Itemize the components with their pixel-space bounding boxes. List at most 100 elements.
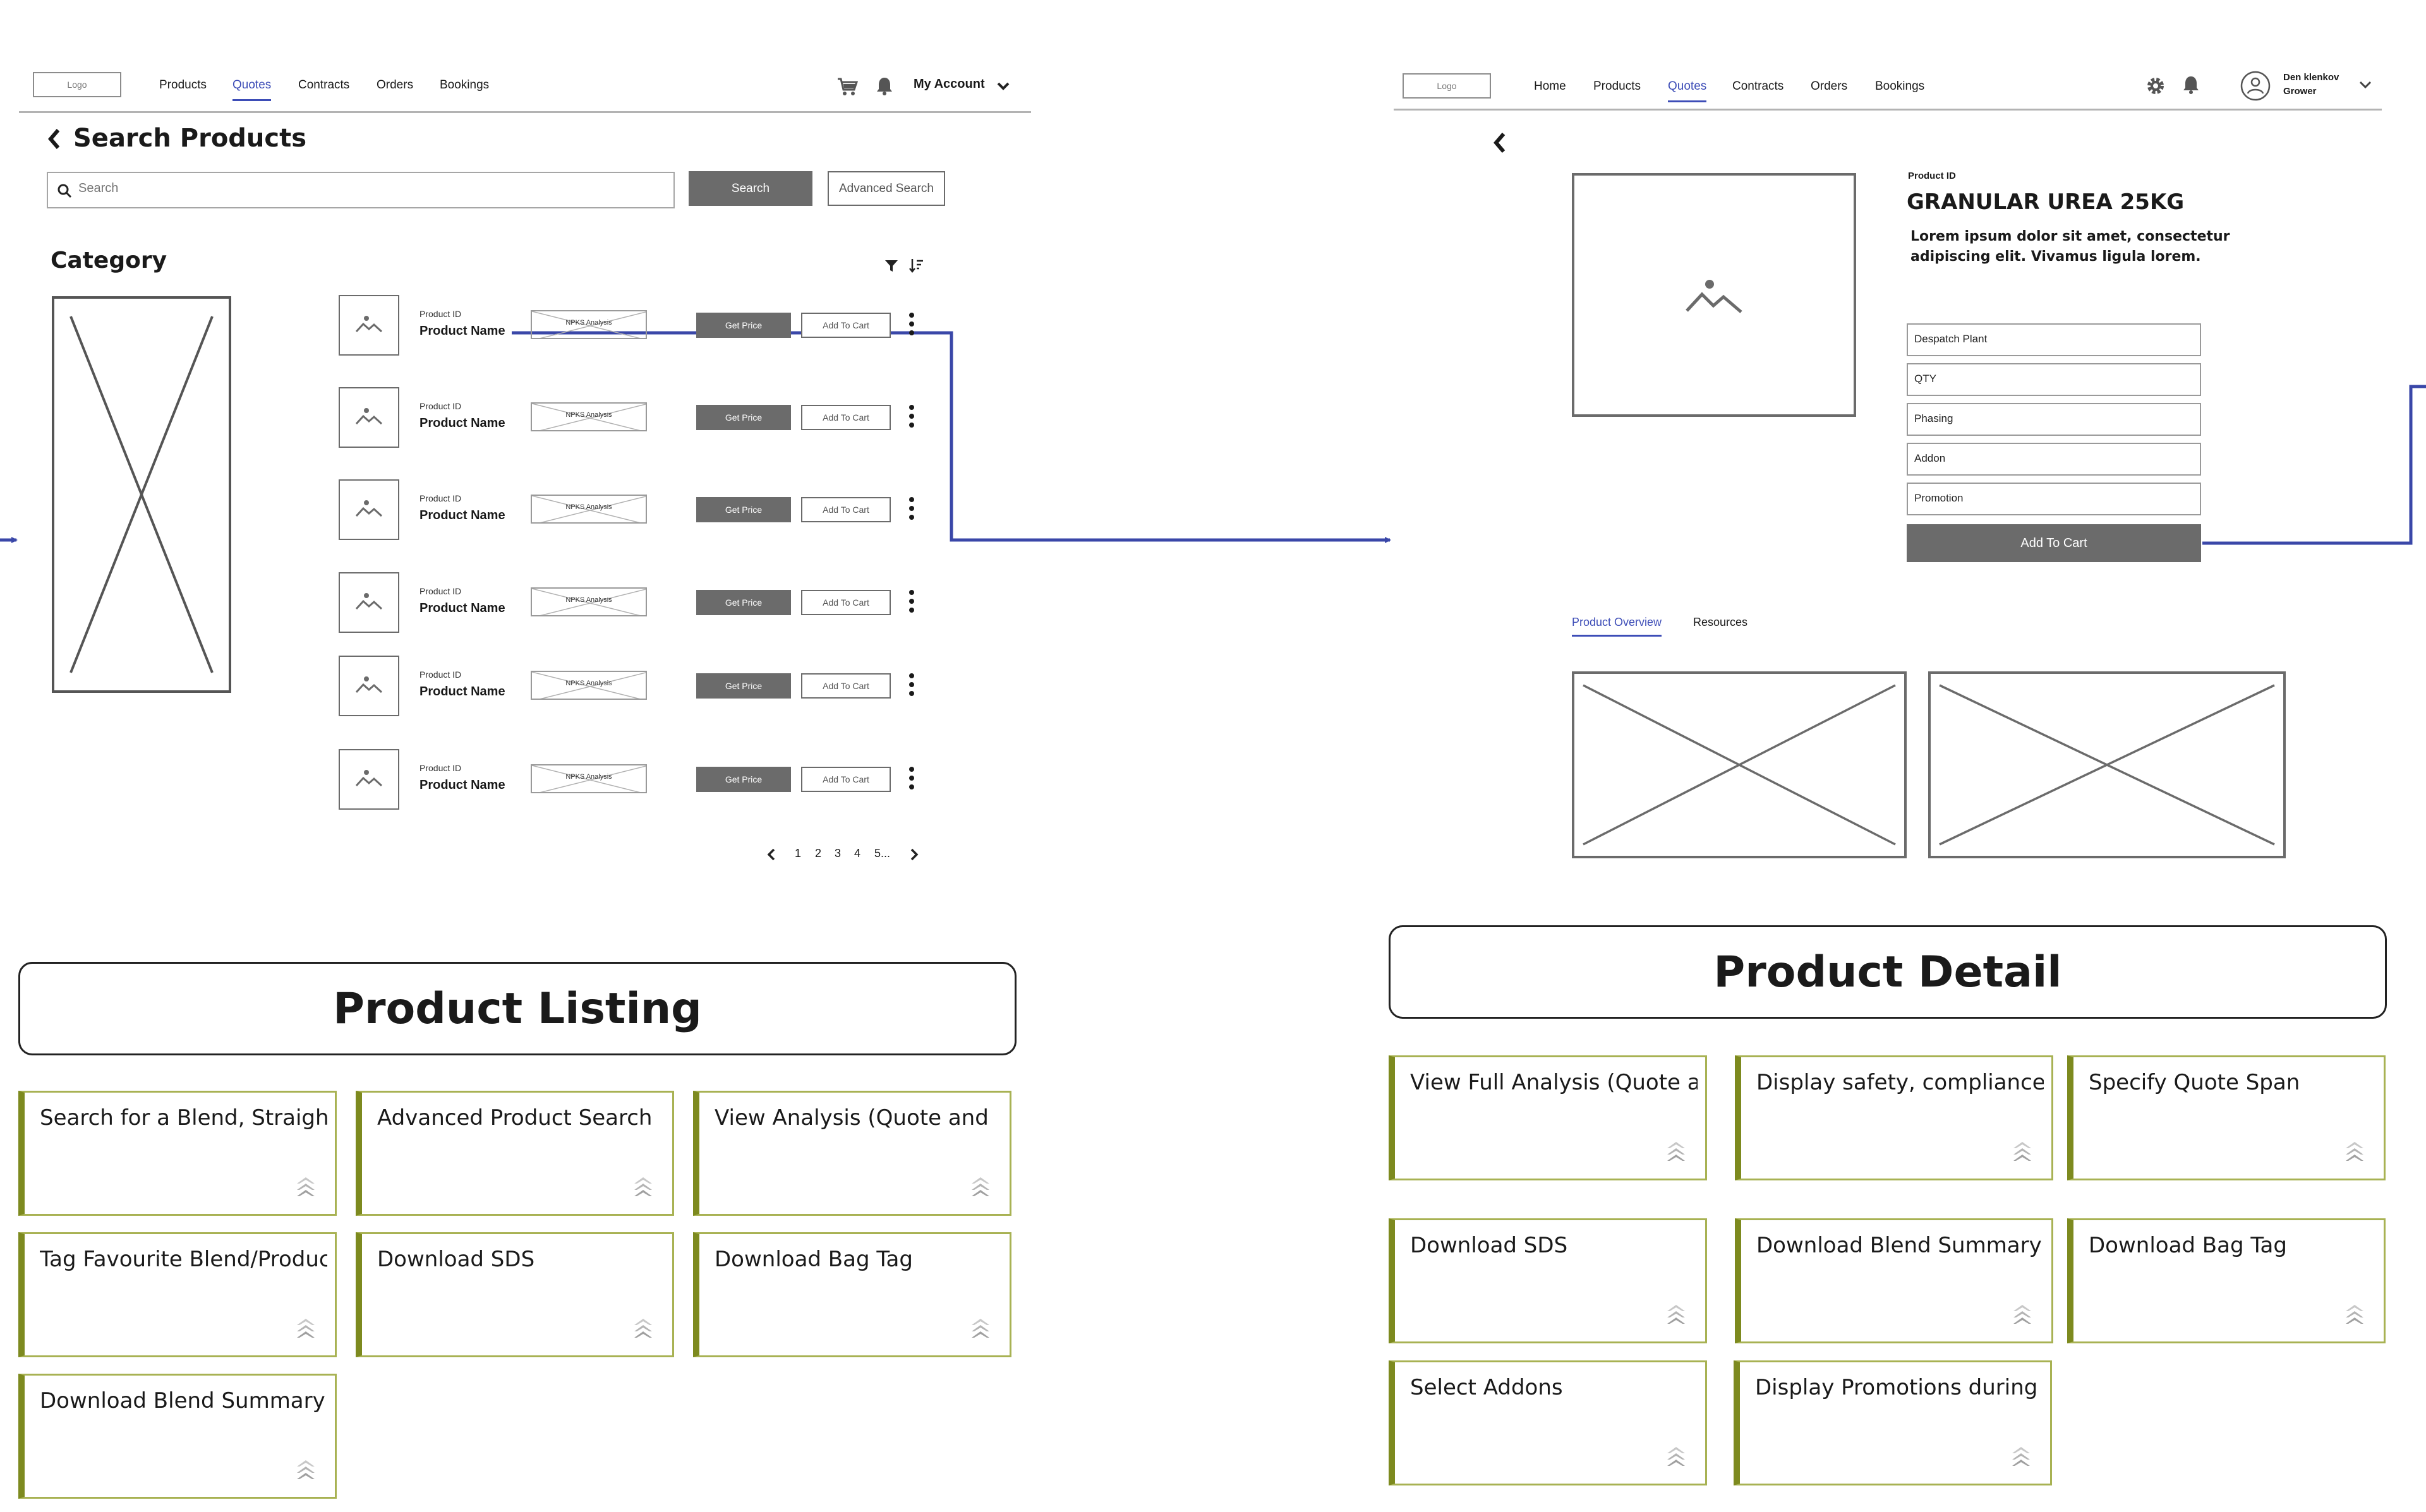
- story-card[interactable]: Download Blend Summary: [18, 1374, 337, 1499]
- get-price-button[interactable]: Get Price: [696, 590, 791, 615]
- story-card[interactable]: Tag Favourite Blend/Product: [18, 1232, 337, 1357]
- kebab-icon[interactable]: [907, 496, 916, 521]
- product-thumbnail[interactable]: [339, 572, 399, 633]
- nav-quotes[interactable]: Quotes: [232, 78, 272, 101]
- kebab-icon[interactable]: [907, 672, 916, 697]
- page-3[interactable]: 3: [835, 847, 842, 860]
- tab-resources[interactable]: Resources: [1693, 616, 1748, 628]
- story-card[interactable]: Download Bag Tag: [693, 1232, 1011, 1357]
- kebab-icon[interactable]: [907, 589, 916, 614]
- nav-products[interactable]: Products: [1593, 80, 1641, 93]
- add-to-cart-button[interactable]: Add To Cart: [801, 313, 891, 338]
- npks-analysis[interactable]: NPKS Analysis: [531, 764, 647, 793]
- bell-icon[interactable]: [876, 76, 893, 96]
- add-to-cart-button[interactable]: Add To Cart: [801, 497, 891, 522]
- product-thumbnail[interactable]: [339, 387, 399, 448]
- despatch-plant-field[interactable]: Despatch Plant: [1907, 323, 2201, 356]
- kebab-icon[interactable]: [907, 404, 916, 429]
- user-avatar-icon[interactable]: [2240, 71, 2271, 101]
- product-thumbnail[interactable]: [339, 295, 399, 356]
- bell-icon[interactable]: [2182, 75, 2200, 95]
- logo[interactable]: Logo: [1403, 73, 1491, 99]
- search-text-field[interactable]: [77, 181, 648, 196]
- get-price-button[interactable]: Get Price: [696, 673, 791, 699]
- npks-analysis[interactable]: NPKS Analysis: [531, 495, 647, 524]
- search-input[interactable]: [47, 172, 675, 208]
- add-to-cart-button[interactable]: Add To Cart: [801, 405, 891, 430]
- story-card[interactable]: Download Bag Tag: [2067, 1218, 2386, 1343]
- kebab-icon[interactable]: [907, 311, 916, 337]
- story-card[interactable]: Download Blend Summary: [1735, 1218, 2053, 1343]
- nav-contracts[interactable]: Contracts: [1732, 80, 1784, 93]
- page-5[interactable]: 5...: [874, 847, 891, 860]
- back-chevron-icon[interactable]: [1492, 131, 1507, 154]
- nav-orders[interactable]: Orders: [1811, 80, 1848, 93]
- product-name[interactable]: Product Name: [419, 416, 505, 430]
- kebab-icon[interactable]: [907, 765, 916, 791]
- my-account-menu[interactable]: My Account: [914, 77, 985, 91]
- get-price-button[interactable]: Get Price: [696, 313, 791, 338]
- cart-icon[interactable]: [836, 77, 858, 96]
- npks-analysis[interactable]: NPKS Analysis: [531, 402, 647, 431]
- story-card[interactable]: Specify Quote Span: [2067, 1055, 2386, 1180]
- add-to-cart-button[interactable]: Add To Cart: [801, 767, 891, 792]
- gear-icon[interactable]: [2145, 76, 2166, 96]
- get-price-button[interactable]: Get Price: [696, 497, 791, 522]
- add-to-cart-button[interactable]: Add To Cart: [801, 590, 891, 615]
- product-name[interactable]: Product Name: [419, 601, 505, 615]
- tab-product-overview[interactable]: Product Overview: [1572, 616, 1662, 637]
- logo[interactable]: Logo: [33, 72, 121, 97]
- story-card[interactable]: Download SDS: [1389, 1218, 1707, 1343]
- story-card[interactable]: Download SDS: [356, 1232, 674, 1357]
- page-4[interactable]: 4: [854, 847, 861, 860]
- add-to-cart-button[interactable]: Add To Cart: [1907, 524, 2201, 562]
- nav-bookings[interactable]: Bookings: [1875, 80, 1925, 93]
- nav-orders[interactable]: Orders: [377, 78, 414, 92]
- story-card[interactable]: View Analysis (Quote and: [693, 1091, 1011, 1216]
- addon-field[interactable]: Addon: [1907, 443, 2201, 476]
- nav-contracts[interactable]: Contracts: [298, 78, 350, 92]
- story-card[interactable]: Display safety, compliance,: [1735, 1055, 2053, 1180]
- story-card[interactable]: Display Promotions during: [1734, 1360, 2052, 1485]
- get-price-button[interactable]: Get Price: [696, 405, 791, 430]
- qty-field[interactable]: QTY: [1907, 363, 2201, 396]
- add-to-cart-button[interactable]: Add To Cart: [801, 673, 891, 699]
- page-2[interactable]: 2: [815, 847, 822, 860]
- story-card[interactable]: Advanced Product Search: [356, 1091, 674, 1216]
- nav-products[interactable]: Products: [159, 78, 207, 92]
- product-thumbnail[interactable]: [339, 656, 399, 716]
- product-name[interactable]: Product Name: [419, 685, 505, 699]
- next-page-icon[interactable]: [910, 848, 919, 861]
- prev-page-icon[interactable]: [767, 848, 776, 861]
- nav-bookings[interactable]: Bookings: [440, 78, 490, 92]
- story-card[interactable]: Select Addons: [1389, 1360, 1707, 1485]
- promotion-field[interactable]: Promotion: [1907, 483, 2201, 515]
- product-name[interactable]: Product Name: [419, 778, 505, 792]
- chevron-down-icon[interactable]: [2359, 81, 2372, 90]
- product-thumbnail[interactable]: [339, 479, 399, 540]
- product-thumbnail[interactable]: [339, 749, 399, 810]
- npks-analysis[interactable]: NPKS Analysis: [531, 310, 647, 339]
- back-chevron-icon[interactable]: [47, 128, 62, 150]
- get-price-button[interactable]: Get Price: [696, 767, 791, 792]
- sort-icon[interactable]: [908, 258, 924, 274]
- filter-icon[interactable]: [884, 259, 898, 273]
- nav-home[interactable]: Home: [1534, 80, 1566, 93]
- nav-quotes[interactable]: Quotes: [1668, 80, 1707, 102]
- search-button[interactable]: Search: [689, 171, 812, 206]
- phasing-field[interactable]: Phasing: [1907, 403, 2201, 436]
- product-name[interactable]: Product Name: [419, 508, 505, 522]
- story-card[interactable]: Search for a Blend, Straight or: [18, 1091, 337, 1216]
- page-1[interactable]: 1: [795, 847, 802, 860]
- npks-analysis[interactable]: NPKS Analysis: [531, 587, 647, 616]
- story-card[interactable]: View Full Analysis (Quote and: [1389, 1055, 1707, 1180]
- advanced-search-button[interactable]: Advanced Search: [828, 171, 945, 206]
- product-name[interactable]: Product Name: [419, 324, 505, 338]
- chevron-down-icon[interactable]: [997, 82, 1010, 91]
